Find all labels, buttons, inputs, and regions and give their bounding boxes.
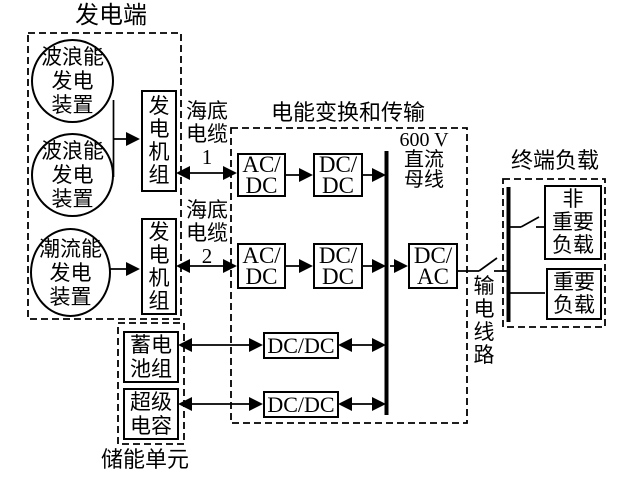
- storage-dcdc-converter-2: DC/DC: [263, 391, 339, 418]
- transmission-switch-icon: [478, 257, 498, 272]
- dc-bus-label: 600 V 直流 母线: [399, 129, 449, 191]
- acdc-converter-1: AC/ DC: [237, 153, 286, 197]
- storage-dcdc-converter-1: DC/DC: [263, 332, 339, 359]
- dcdc-converter-2: DC/ DC: [313, 243, 363, 289]
- wave-device-2: 波浪能 发电 装置: [31, 133, 114, 217]
- storage-region-title: 储能单元: [101, 447, 190, 472]
- tidal-device: 潮流能 发电 装置: [30, 228, 111, 317]
- terminal-region-title: 终端负载: [510, 148, 599, 173]
- noncritical-switch-icon: [520, 216, 540, 228]
- critical-load: 重要 负载: [546, 268, 602, 320]
- wave-device-1: 波浪能 发电 装置: [31, 39, 114, 123]
- generator-set-2: 发 电 机 组: [141, 218, 177, 315]
- storage-region-outline: [117, 322, 185, 445]
- conversion-region-title: 电能变换和传输: [270, 100, 425, 125]
- submarine-cable1-label: 海底 电缆 1: [186, 99, 228, 169]
- acdc-converter-2: AC/ DC: [237, 243, 286, 289]
- dcdc-converter-1: DC/ DC: [313, 153, 363, 197]
- conversion-region-outline: [230, 127, 468, 424]
- noncritical-load: 非 重要 负载: [544, 185, 602, 260]
- generation-region-title: 发电端: [75, 3, 147, 29]
- transmission-line-label: 输 电 线 路: [473, 274, 495, 367]
- terminal-region-outline: [502, 178, 606, 328]
- generator-set-1: 发 电 机 组: [141, 90, 177, 192]
- battery-pack: 蓄电 池组: [123, 331, 179, 383]
- dcac-inverter: DC/ AC: [408, 243, 458, 289]
- submarine-cable2-label: 海底 电缆 2: [186, 198, 228, 268]
- supercapacitor: 超级 电容: [123, 388, 179, 440]
